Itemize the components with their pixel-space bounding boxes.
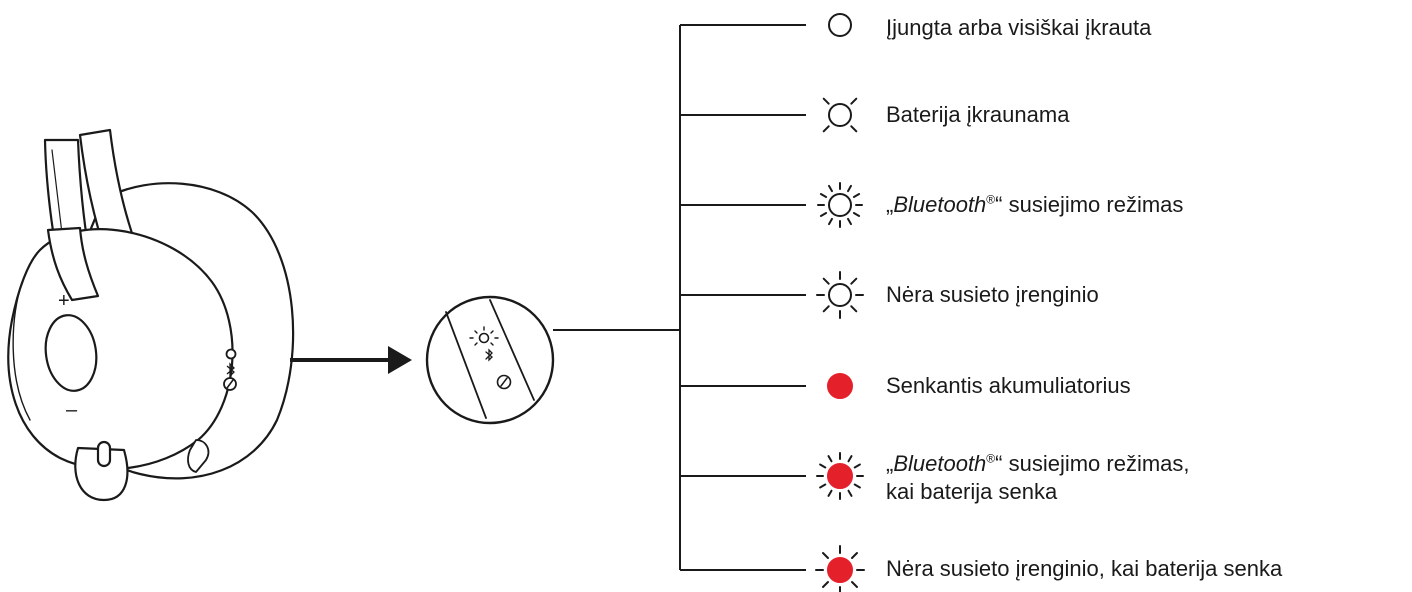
legend-label-charging: Baterija įkraunama (886, 102, 1070, 127)
led-charging-icon (822, 97, 858, 133)
led-ray (847, 489, 853, 497)
led-pairing-icon (817, 182, 863, 228)
volume-down-symbol: – (66, 399, 78, 421)
connector-lines (553, 24, 806, 571)
legend-label-low-battery: Senkantis akumuliatorius (886, 373, 1131, 398)
volume-up-symbol: + (58, 290, 70, 312)
led-ray (850, 97, 858, 105)
led-on-icon (828, 13, 852, 37)
led-ray (850, 277, 858, 285)
led-ray (850, 125, 858, 133)
legend-label-pairing: „Bluetooth®“ susiejimo režimas (886, 192, 1184, 217)
zoom-power-icon (496, 374, 512, 390)
legend-label-no-paired-low-battery: Nėra susieto įrenginio, kai baterija sen… (886, 556, 1283, 581)
led-ray (827, 489, 833, 497)
led-ray (850, 305, 858, 313)
bluetooth-icon (226, 362, 235, 378)
led-ray (827, 455, 833, 463)
led-pairlow-icon (816, 452, 864, 500)
led-ray (853, 483, 861, 489)
led-icons (815, 13, 865, 592)
led-ray (822, 125, 830, 133)
led-ray (822, 305, 830, 313)
led-ray (851, 581, 858, 588)
led-ray (853, 463, 861, 469)
led-ray (847, 217, 852, 226)
led-ray (819, 212, 828, 217)
led-ray (847, 184, 852, 193)
legend-label-no-paired-device: Nėra susieto įrenginio (886, 282, 1099, 307)
led-nopair-icon (816, 271, 864, 319)
led-ray (819, 463, 827, 469)
legend-label-pairing-low-battery: „Bluetooth®“ susiejimo režimas, kai bate… (886, 451, 1190, 504)
led-ray (819, 193, 828, 198)
led-ray (822, 581, 829, 588)
led-low-icon (827, 373, 853, 399)
led-nopairlow-icon (815, 545, 865, 592)
led-ray (819, 483, 827, 489)
arrow (290, 346, 412, 374)
legend-label-on: Įjungta arba visiškai įkrauta (886, 15, 1152, 40)
zoom-bluetooth-icon (485, 348, 493, 362)
led-ray (822, 552, 829, 559)
led-ray (852, 193, 861, 198)
led-ray (822, 277, 830, 285)
led-ray (852, 212, 861, 217)
led-ray (847, 455, 853, 463)
led-ray (822, 97, 830, 105)
led-ray (828, 184, 833, 193)
headset-illustration (7, 128, 295, 502)
zoom-led-icon (478, 332, 490, 344)
zoom-circle (425, 295, 555, 425)
led-ray (828, 217, 833, 226)
led-ray (851, 552, 858, 559)
